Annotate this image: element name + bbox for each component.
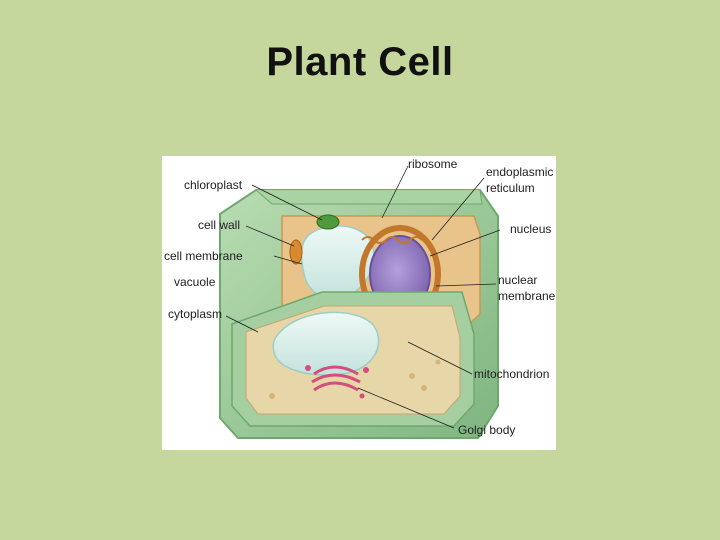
leader-lines	[225, 165, 501, 429]
label-vacuole: vacuole	[174, 275, 216, 289]
ribosome-dots	[269, 359, 441, 399]
label-golgi-body: Golgi body	[458, 423, 515, 437]
label-mitochondrion: mitochondrion	[474, 367, 549, 381]
label-nuclear-line2: membrane	[498, 289, 556, 303]
golgi-shape	[305, 365, 369, 399]
label-endoplasmic-line1: endoplasmic	[486, 165, 553, 179]
plant-cell-illustration: chloroplast cell wall cell membrane vacu…	[164, 157, 556, 439]
label-cell-membrane: cell membrane	[164, 249, 243, 263]
plant-cell-diagram: chloroplast cell wall cell membrane vacu…	[162, 156, 556, 450]
label-nucleus: nucleus	[510, 222, 551, 236]
label-chloroplast: chloroplast	[184, 178, 243, 192]
label-endoplasmic-line2: reticulum	[486, 181, 535, 195]
label-cytoplasm: cytoplasm	[168, 307, 222, 321]
label-ribosome: ribosome	[408, 157, 458, 171]
label-cell-wall: cell wall	[198, 218, 240, 232]
label-nuclear-line1: nuclear	[498, 273, 537, 287]
slide-title: Plant Cell	[266, 40, 454, 84]
vacuole-front	[272, 311, 380, 376]
